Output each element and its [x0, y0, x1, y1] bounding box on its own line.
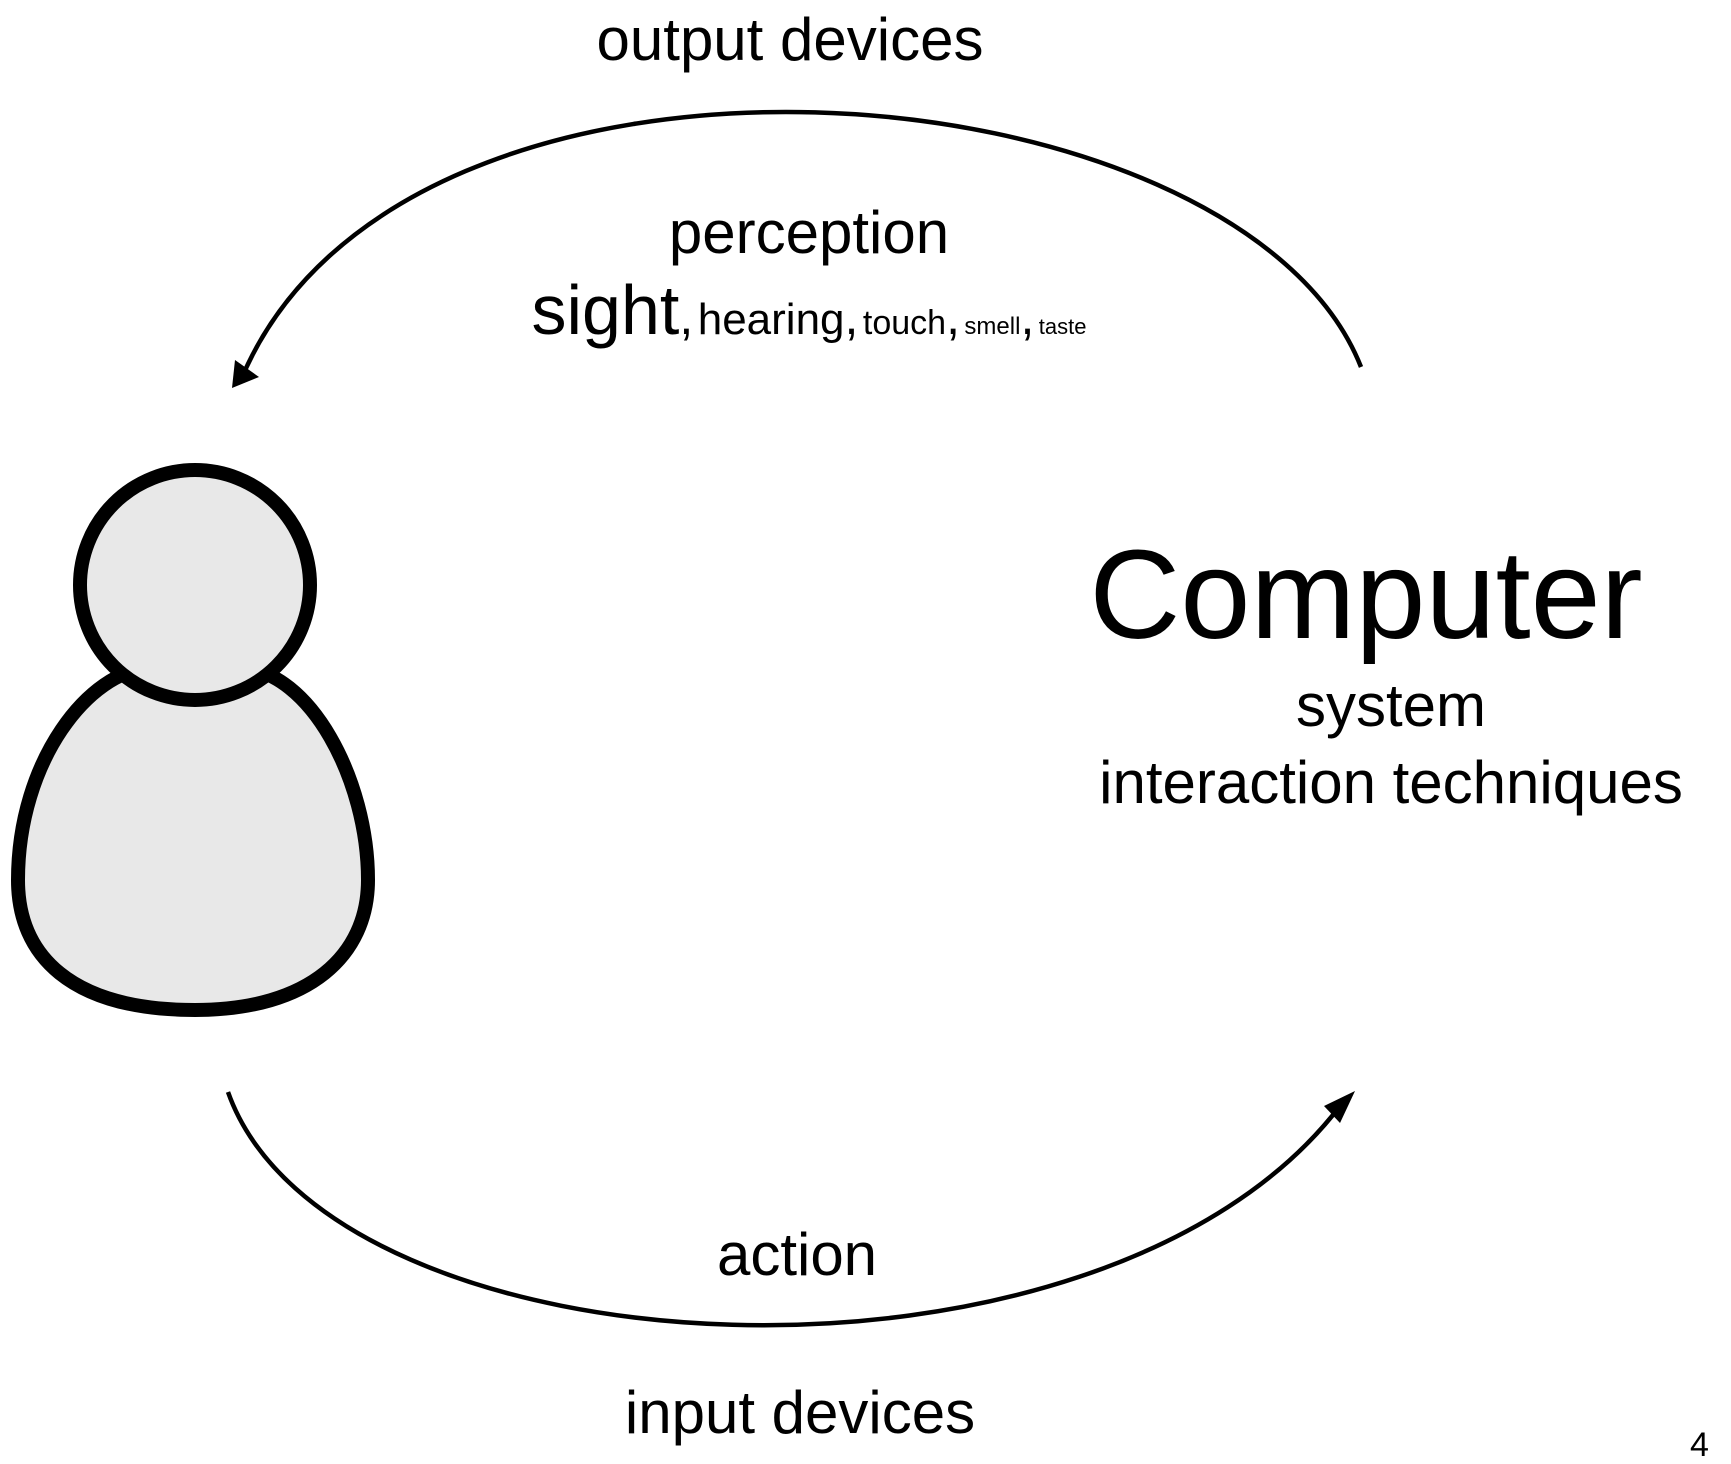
sense-touch: touch: [862, 304, 947, 342]
user-head: [73, 463, 317, 707]
page-number: 4: [1690, 1426, 1709, 1464]
user-icon: [11, 463, 375, 1017]
perception-label: perception: [668, 199, 950, 266]
output-devices-label: output devices: [596, 6, 984, 73]
sense-hearing: hearing: [697, 295, 845, 344]
computer-subtitle-system: system: [1295, 672, 1487, 739]
input-arrow-arc: [225, 1091, 1342, 1328]
sense-separator: ,: [1020, 289, 1035, 345]
sense-separator: ,: [679, 289, 694, 345]
sense-taste: taste: [1038, 314, 1087, 339]
input-devices-label: input devices: [624, 1379, 976, 1446]
input-arrow-head: [1324, 1091, 1355, 1123]
computer-subtitle-interaction-techniques: interaction techniques: [1099, 749, 1683, 816]
sense-separator: ,: [844, 289, 859, 345]
output-arrow-head: [232, 360, 259, 388]
output-arrow-arc: [237, 109, 1364, 383]
senses-list: sight, hearing, touch, smell, taste: [532, 275, 1087, 345]
user-body: [11, 661, 375, 1017]
computer-title: Computer: [1089, 524, 1643, 665]
action-label: action: [716, 1221, 878, 1288]
sense-smell: smell: [964, 313, 1021, 340]
sense-separator: ,: [946, 289, 960, 345]
sense-sight: sight: [531, 271, 680, 349]
